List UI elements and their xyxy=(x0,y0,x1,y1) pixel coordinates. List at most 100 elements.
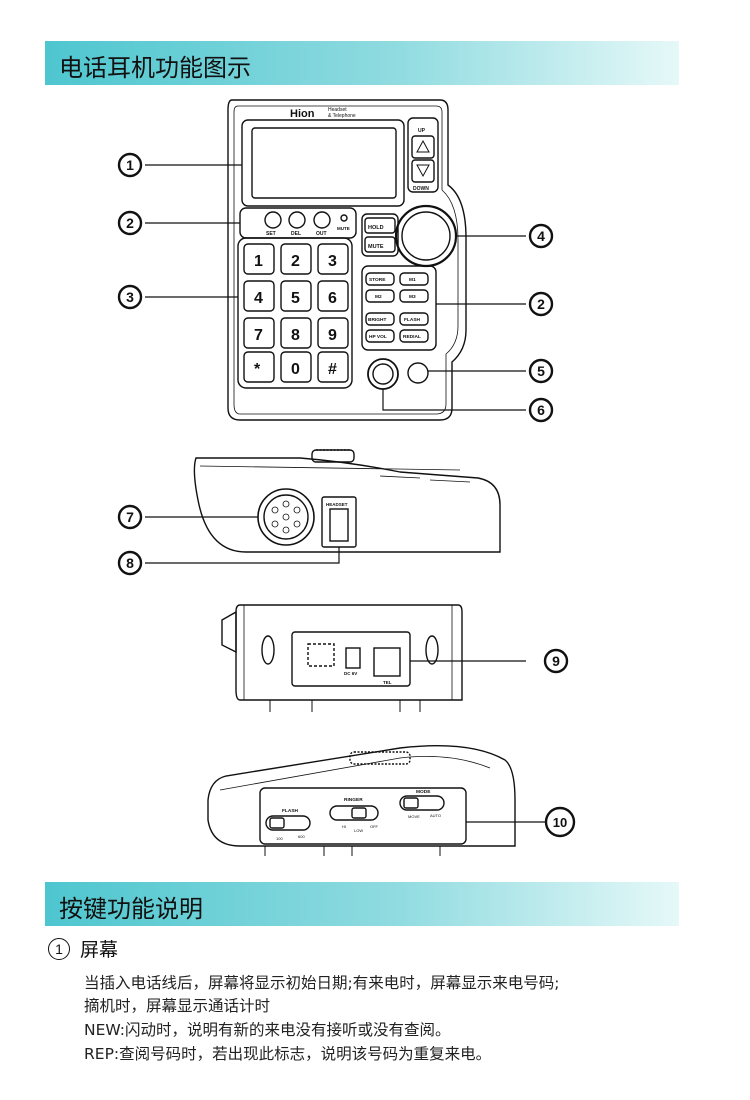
key-#[interactable] xyxy=(317,351,349,383)
m2-label: M2 xyxy=(375,294,382,300)
callout-marker xyxy=(528,397,554,423)
bright-button[interactable] xyxy=(365,312,395,326)
flash-opt-100: 100 xyxy=(276,836,283,841)
brand-logo: Hion xyxy=(290,108,315,120)
item-number-badge: 1 xyxy=(48,937,70,960)
headset-jack-label: HEADSET xyxy=(326,502,348,507)
callout-marker xyxy=(117,550,143,576)
hpvol-button[interactable] xyxy=(365,329,395,343)
phone-front-view: Hion Headset & Telephone UP DOWN SET DEL… xyxy=(227,99,467,421)
callout-number: 5 xyxy=(537,363,545,379)
speaker-hole xyxy=(282,500,290,508)
brand-line1: Headset xyxy=(328,107,347,113)
ringer-opt-hi: HI xyxy=(342,824,346,829)
callout-number: 9 xyxy=(552,653,560,669)
up-arrow-icon[interactable] xyxy=(416,139,430,153)
callout-number: 7 xyxy=(126,509,134,525)
section-title-buttons: 按键功能说明 xyxy=(59,895,203,923)
desc-line-1: 当插入电话线后，屏幕将显示初始日期;有来电时，屏幕显示来电号码; xyxy=(84,974,560,992)
key-9[interactable] xyxy=(317,317,349,349)
desc-line-4: REP:查阅号码时，若出现此标志，说明该号码为重复来电。 xyxy=(84,1045,492,1063)
key-8[interactable] xyxy=(280,317,312,349)
up-label: UP xyxy=(418,128,426,134)
flash-button[interactable] xyxy=(399,312,429,326)
section-banner-diagram: 电话耳机功能图示 xyxy=(45,41,679,85)
key-3[interactable] xyxy=(317,243,349,275)
key-0[interactable] xyxy=(280,351,312,383)
m1-label: M1 xyxy=(409,277,416,283)
key-2[interactable] xyxy=(280,243,312,275)
ringer-switch-label: RINGER xyxy=(344,797,363,803)
key-7[interactable] xyxy=(243,317,275,349)
callout-marker xyxy=(528,223,554,249)
mode-switch-label: MODE xyxy=(416,789,431,795)
tel-label: TEL xyxy=(383,680,392,685)
del-label: DEL xyxy=(291,231,301,237)
item-title: 屏幕 xyxy=(80,939,119,961)
mute-button[interactable] xyxy=(364,236,396,253)
key-label: 3 xyxy=(328,253,337,270)
callout-marker xyxy=(544,806,576,838)
key-label: 1 xyxy=(254,253,263,270)
del-button[interactable] xyxy=(288,211,306,229)
key-label: * xyxy=(254,361,261,378)
m3-button[interactable] xyxy=(399,289,429,303)
key-*[interactable] xyxy=(243,351,275,383)
speaker-hole xyxy=(293,520,301,528)
callout-marker xyxy=(528,291,554,317)
out-label: OUT xyxy=(316,231,327,237)
store-button[interactable] xyxy=(365,272,395,286)
key-label: 9 xyxy=(328,327,337,344)
callout-number: 2 xyxy=(126,215,134,231)
key-6[interactable] xyxy=(317,280,349,312)
speaker-hole xyxy=(271,506,279,514)
callout-number: 4 xyxy=(537,228,545,244)
key-label: 6 xyxy=(328,290,337,307)
flash-opt-600: 600 xyxy=(298,834,305,839)
m2-button[interactable] xyxy=(365,289,395,303)
down-label: DOWN xyxy=(413,186,429,192)
section-banner-buttons: 按键功能说明 xyxy=(45,882,679,926)
callout-number: 2 xyxy=(537,296,545,312)
m1-button[interactable] xyxy=(399,272,429,286)
mode-opt-move: MOVE xyxy=(408,814,420,819)
mode-opt-auto: AUTO xyxy=(430,813,441,818)
callout-number: 8 xyxy=(126,555,134,571)
store-label: STORE xyxy=(369,277,386,283)
volume-knob[interactable] xyxy=(401,211,451,261)
key-label: 8 xyxy=(291,327,300,344)
down-arrow-icon[interactable] xyxy=(416,164,430,178)
desc-line-3: NEW:闪动时，说明有新的来电没有接听或没有查阅。 xyxy=(84,1021,451,1039)
mute-btn-label: MUTE xyxy=(368,244,384,250)
key-label: 4 xyxy=(254,290,263,307)
set-button[interactable] xyxy=(264,211,282,229)
flash-switch-label: FLASH xyxy=(282,808,299,814)
callout-marker xyxy=(543,648,569,674)
key-4[interactable] xyxy=(243,280,275,312)
callout-marker xyxy=(117,210,143,236)
callout-number: 6 xyxy=(537,402,545,418)
speaker-hole xyxy=(282,526,290,534)
callout-marker xyxy=(117,504,143,530)
phone-back-view: DC 6V TEL xyxy=(221,604,463,712)
key-label: # xyxy=(328,361,337,378)
out-button[interactable] xyxy=(313,211,331,229)
speaker-hole xyxy=(282,513,290,521)
key-1[interactable] xyxy=(243,243,275,275)
hold-button[interactable] xyxy=(364,217,396,234)
redial-label: REDIAL xyxy=(403,334,421,340)
redial-button[interactable] xyxy=(399,329,429,343)
speaker-hole xyxy=(271,520,279,528)
desc-line-2: 摘机时，屏幕显示通话计时 xyxy=(84,997,271,1015)
callout-marker xyxy=(528,358,554,384)
key-label: 0 xyxy=(291,361,300,378)
mute-led xyxy=(340,214,348,222)
section-title-diagram: 电话耳机功能图示 xyxy=(59,54,251,82)
key-5[interactable] xyxy=(280,280,312,312)
callout-marker xyxy=(117,152,143,178)
speaker-hole xyxy=(293,506,301,514)
ringer-opt-off: OFF xyxy=(370,824,379,829)
dc-label: DC 6V xyxy=(344,671,357,676)
